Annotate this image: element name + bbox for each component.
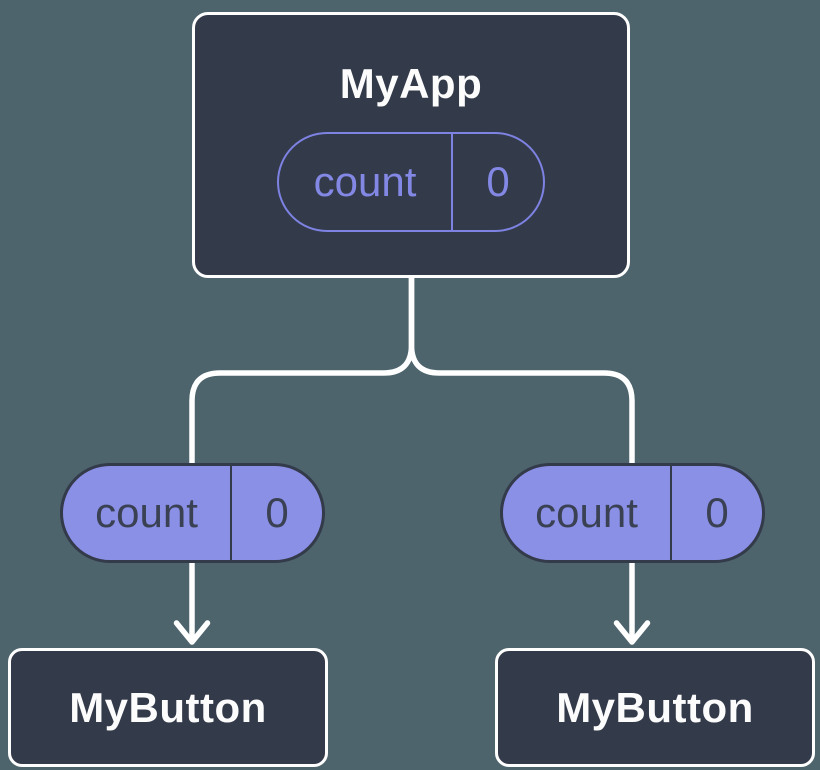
connector-right-branch — [408, 274, 635, 642]
state-pill-key: count — [313, 158, 417, 205]
prop-pill-left: count 0 — [60, 463, 325, 563]
prop-pill-right: count 0 — [500, 463, 765, 563]
state-pill: count 0 — [277, 132, 545, 232]
arrowhead-down-left-icon — [173, 620, 211, 645]
mybutton-node-right: MyButton — [495, 648, 815, 767]
prop-pill-left-value: 0 — [230, 466, 322, 560]
mybutton-node-left: MyButton — [8, 648, 328, 767]
state-pill-value: 0 — [451, 134, 543, 230]
prop-pill-right-key: count — [535, 489, 638, 536]
connector-left-branch — [189, 274, 415, 642]
prop-pill-left-key: count — [95, 489, 198, 536]
myapp-node-title: MyApp — [339, 60, 483, 107]
arrowhead-down-right-icon — [613, 620, 651, 645]
mybutton-left-title: MyButton — [69, 683, 267, 731]
prop-pill-right-value: 0 — [670, 466, 762, 560]
myapp-node: MyApp count 0 — [192, 12, 630, 278]
mybutton-right-title: MyButton — [556, 683, 754, 731]
